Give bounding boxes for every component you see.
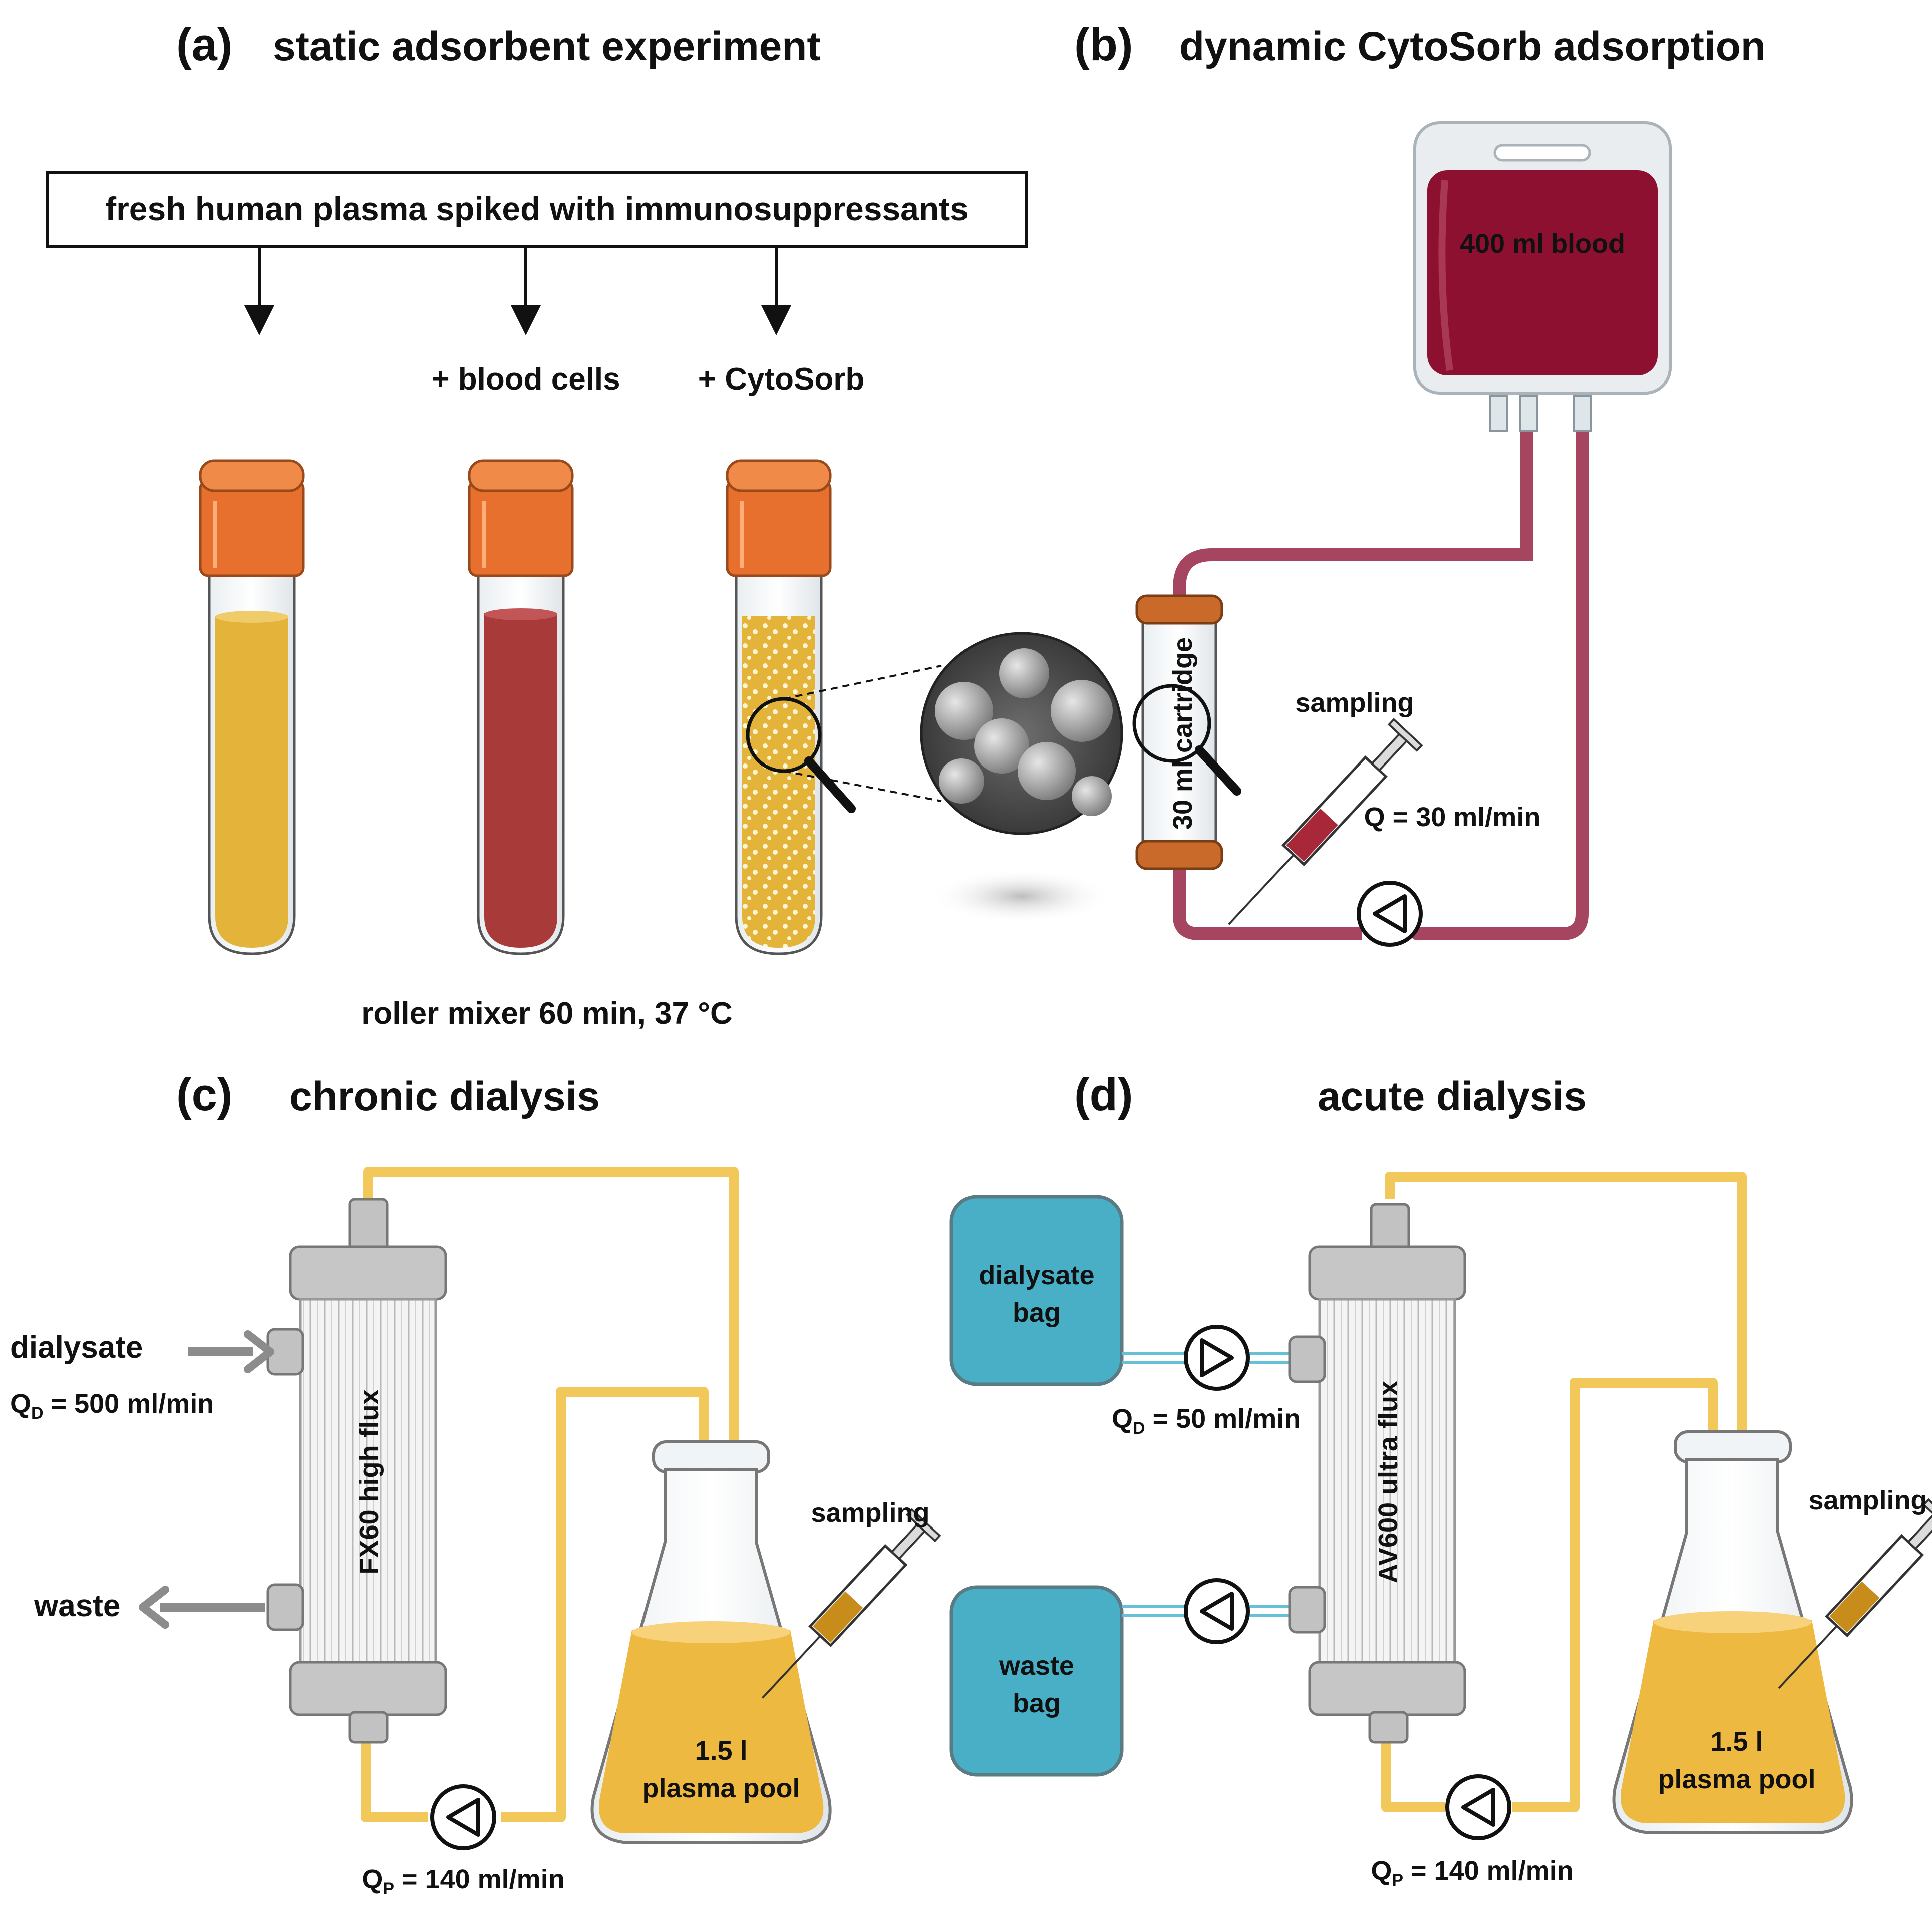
syringe-icon [761,1508,941,1699]
dialysate-bag [949,1195,1124,1386]
panel-a: (a) static adsorbent experiment fresh hu… [46,19,1198,1031]
dialysate-lines [1122,1352,1292,1617]
plasma-pool-flask: 1.5 l plasma pool [590,1440,832,1844]
dialysate-bag-label-2: bag [1013,1298,1061,1328]
tube-plasma [199,459,305,955]
plasma-pump-icon [430,1784,496,1850]
panel-b-letter: (b) [1074,19,1133,70]
dialyzer-av600-label: AV600 ultra flux [1373,1381,1403,1583]
plasma-line-bottom [361,1742,428,1822]
tube-blood [468,459,574,955]
plasma-pool-flask: 1.5 l plasma pool [1612,1430,1853,1834]
cartridge-outlet-line [1173,861,1362,940]
waste-bag [949,1585,1124,1777]
waste-bag-label-1: waste [999,1651,1074,1681]
panel-d-plasma-flow: QP = 140 ml/min [1371,1856,1573,1890]
panel-d-dialysate-flow: QD = 50 ml/min [1112,1404,1301,1438]
dialysate-pump-icon [1184,1325,1250,1391]
panel-d: (d) acute dialysis dialysate bag waste b… [949,1069,1932,1890]
panel-c-title: chronic dialysis [289,1074,600,1119]
panel-d-letter: (d) [1074,1069,1133,1120]
panel-b-title: dynamic CytoSorb adsorption [1179,24,1766,69]
panel-c-plasma-flow: QP = 140 ml/min [362,1864,564,1898]
return-line [1411,404,1589,940]
dialyzer-fx60: FX60 high flux [266,1198,447,1744]
panel-b: (b) dynamic CytoSorb adsorption 400 ml b… [1074,19,1766,947]
plasma-line-top [1385,1172,1747,1647]
plasma-line-bottom [1381,1737,1445,1812]
cartridge-label: 30 ml cartridge [1168,637,1198,830]
blood-pump-icon [1357,881,1423,947]
panel-c-waste-label: waste [34,1589,120,1623]
dialyzer-av600: AV600 ultra flux [1288,1203,1466,1744]
panel-d-sampling-label: sampling [1808,1485,1927,1515]
waste-pump-icon [1184,1578,1250,1644]
panel-a-letter: (a) [176,19,232,70]
panel-b-sampling-label: sampling [1295,688,1414,718]
dialysate-bag-label-1: dialysate [979,1260,1094,1290]
roller-mixer-label: roller mixer 60 min, 37 °C [361,996,733,1031]
blood-bag: 400 ml blood [1413,121,1672,432]
panel-c-pool-label: plasma pool [642,1773,800,1803]
panel-c-letter: (c) [176,1069,232,1120]
sem-bead-closeup [783,632,1198,924]
panel-c-dialysate-flow: QD = 500 ml/min [10,1389,214,1423]
syringe-icon [1228,718,1423,925]
panel-c-pool-volume: 1.5 l [695,1736,747,1766]
panel-c: (c) chronic dialysis FX60 high flux dial… [10,1069,941,1898]
plasma-line-top [363,1167,739,1652]
arterial-line [1173,399,1533,612]
panel-c-dialysate-label: dialysate [10,1330,143,1365]
tube-3-label: + CytoSorb [698,362,864,397]
blood-bag-label: 400 ml blood [1460,229,1625,259]
plasma-pump-icon [1445,1774,1511,1840]
panel-d-pool-volume: 1.5 l [1710,1727,1763,1757]
panel-b-flow-label: Q = 30 ml/min [1364,802,1541,832]
panel-d-title: acute dialysis [1318,1074,1587,1119]
dialyzer-fx60-label: FX60 high flux [354,1389,384,1574]
panel-a-title: static adsorbent experiment [273,24,821,69]
source-box-text: fresh human plasma spiked with immunosup… [105,190,969,227]
panel-d-pool-label: plasma pool [1658,1764,1815,1794]
panel-c-sampling-label: sampling [811,1498,929,1528]
waste-bag-label-2: bag [1013,1688,1061,1718]
cytosorb-cartridge: 30 ml cartridge [1132,594,1241,870]
magnifier-icon [1132,684,1211,763]
tube-cytosorb [726,459,856,955]
tube-2-label: + blood cells [431,362,620,397]
source-box [46,171,1028,248]
